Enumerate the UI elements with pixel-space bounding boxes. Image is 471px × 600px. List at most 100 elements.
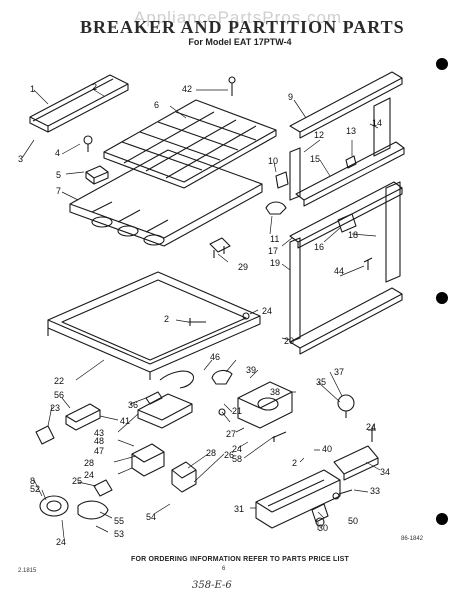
part-33-cover: [333, 445, 379, 481]
callout-number: 6: [154, 100, 159, 110]
callout-number: 52: [30, 484, 40, 494]
callout-number: 20: [284, 336, 294, 346]
callout-number: 8: [30, 476, 35, 486]
part-46-wire: [159, 370, 195, 389]
callout-number: 24: [232, 444, 242, 454]
callout-number: 5: [56, 170, 61, 180]
callout-number: 41: [120, 416, 130, 426]
part-7-breaker-tray: [69, 149, 263, 247]
part-58-screw: [271, 431, 287, 442]
callout-number: 24: [84, 470, 94, 480]
part-42-screw: [228, 76, 236, 96]
part-31-screw: [332, 489, 353, 500]
part-10-clip: [275, 171, 289, 189]
part-30-light-assembly: [255, 469, 341, 529]
callout-number: 3: [18, 154, 23, 164]
part-53-housing: [77, 500, 109, 520]
part-32-nut: [315, 517, 325, 527]
part-41-bracket: [35, 425, 55, 445]
callout-number: 37: [334, 367, 344, 377]
part-12-left-strip: [289, 147, 301, 201]
part-24-clip-frame: [242, 312, 250, 320]
part-17-mid-strip: [289, 181, 403, 249]
corner-code: 2.1815: [18, 568, 37, 574]
part-20-bottom-strip: [289, 287, 403, 355]
callout-number: 54: [146, 512, 156, 522]
part-6-grille: [103, 99, 277, 189]
callout-number: 21: [232, 406, 242, 416]
callout-number: 24: [366, 422, 376, 432]
callout-number: 14: [372, 118, 382, 128]
callout-number: 13: [346, 126, 356, 136]
callout-number: 24: [262, 306, 272, 316]
callout-number: 2: [92, 82, 97, 92]
callout-number: 48: [94, 436, 104, 446]
callout-number: 17: [268, 246, 278, 256]
part-1-trim-strip: [29, 74, 129, 133]
ordering-instruction: FOR ORDERING INFORMATION REFER TO PARTS …: [130, 556, 350, 563]
part-35-bulb: [337, 394, 355, 418]
part-2-screw-center: [188, 318, 206, 326]
callout-number: 22: [54, 376, 64, 386]
watermark-text: AppliancePartsPros.com: [133, 8, 343, 27]
leader-lines: [21, 89, 381, 539]
callout-number: 40: [322, 444, 332, 454]
part-8-block: [93, 479, 113, 497]
page-title: BREAKER AND PARTITION PARTS: [80, 17, 405, 37]
callout-number: 24: [56, 537, 66, 547]
part-14-side-strip: [373, 97, 391, 157]
callout-number: 7: [56, 186, 61, 196]
part-23-switch: [65, 403, 101, 431]
callout-number: 38: [270, 387, 280, 397]
page-number: 6: [222, 566, 226, 572]
callout-number: 36: [128, 400, 138, 410]
part-16-clip: [337, 213, 357, 233]
callout-number: 53: [114, 529, 124, 539]
part-21-clip: [218, 408, 226, 416]
callout-number: 16: [314, 242, 324, 252]
callout-number: 56: [54, 390, 64, 400]
callout-number: 29: [238, 262, 248, 272]
callout-number: 27: [226, 429, 236, 439]
part-13-clip: [345, 155, 357, 169]
callout-number: 26: [224, 450, 234, 460]
callout-number: 30: [318, 523, 328, 533]
callout-number: 1: [30, 84, 35, 94]
handwritten-note: 358-E-6: [192, 580, 232, 591]
part-5-block: [85, 165, 109, 185]
binder-hole-icon: [436, 292, 448, 304]
callout-number: 43: [94, 428, 104, 438]
callout-number: 35: [316, 377, 326, 387]
callout-number: 10: [268, 156, 278, 166]
callout-number: 34: [380, 467, 390, 477]
part-48-light-shield: [137, 393, 193, 429]
part-4-screw: [83, 135, 93, 152]
part-56-clip: [145, 391, 163, 405]
callout-number: 4: [55, 148, 60, 158]
callout-number: 12: [314, 130, 324, 140]
binder-hole-icon: [436, 513, 448, 525]
part-37-control-housing: [237, 381, 293, 429]
callout-number: 50: [348, 516, 358, 526]
diagram-code: 86-1842: [401, 536, 424, 542]
callout-number: 23: [50, 403, 60, 413]
part-15-center-panel: [295, 141, 405, 207]
part-9-top-strip: [289, 71, 403, 139]
callout-number: 2: [164, 314, 169, 324]
part-50-bracket: [311, 503, 329, 523]
part-19-left-post: [289, 237, 301, 343]
part-39-knob: [211, 369, 233, 385]
part-11-clip: [265, 201, 287, 215]
callout-number: 58: [232, 454, 242, 464]
callout-number: 11: [270, 234, 279, 244]
callout-number: 44: [334, 266, 344, 276]
callout-number: 28: [206, 448, 216, 458]
callout-number: 47: [94, 446, 104, 456]
callout-number: 9: [288, 92, 293, 102]
callout-number: 33: [370, 486, 380, 496]
callout-number: 46: [210, 352, 220, 362]
callout-number: 2: [292, 458, 297, 468]
part-25-socket: [131, 443, 165, 477]
